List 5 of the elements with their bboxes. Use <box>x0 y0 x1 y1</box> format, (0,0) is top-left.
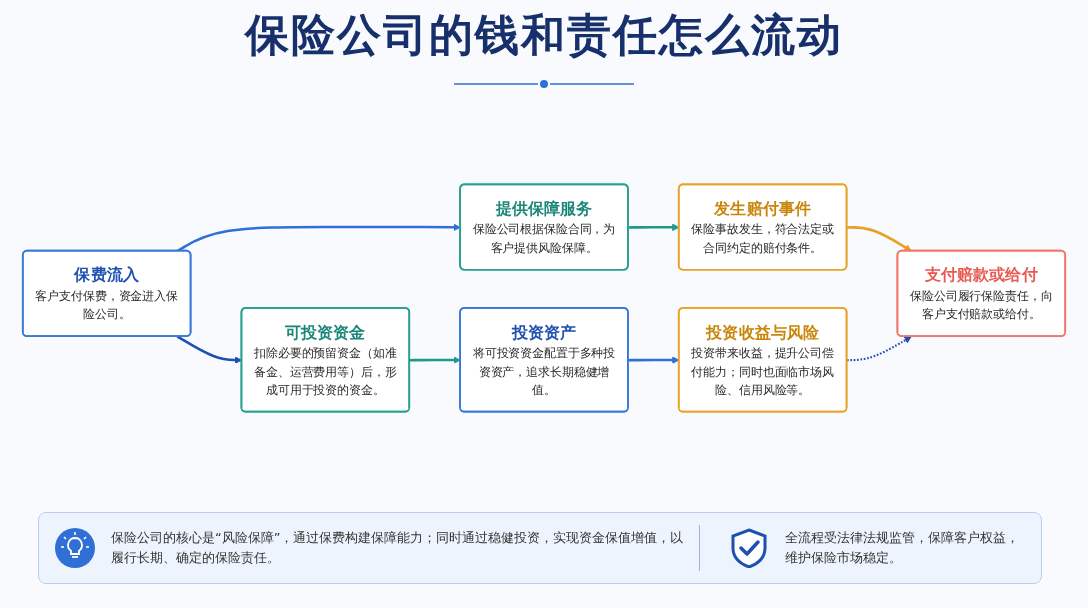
arrow <box>846 226 912 252</box>
note-text: 全流程受法律法规监管，保障客户权益，维护保险市场稳定。 <box>785 529 1020 567</box>
note-text: 保险公司的核心是“风险保障”，通过保费构建保障能力；同时通过稳健投资，实现资金保值增值，以履行长期、确定的保险责任。 <box>111 529 685 567</box>
arrow <box>409 356 461 364</box>
title: 保险公司的钱和责任怎么流动 <box>245 8 843 62</box>
